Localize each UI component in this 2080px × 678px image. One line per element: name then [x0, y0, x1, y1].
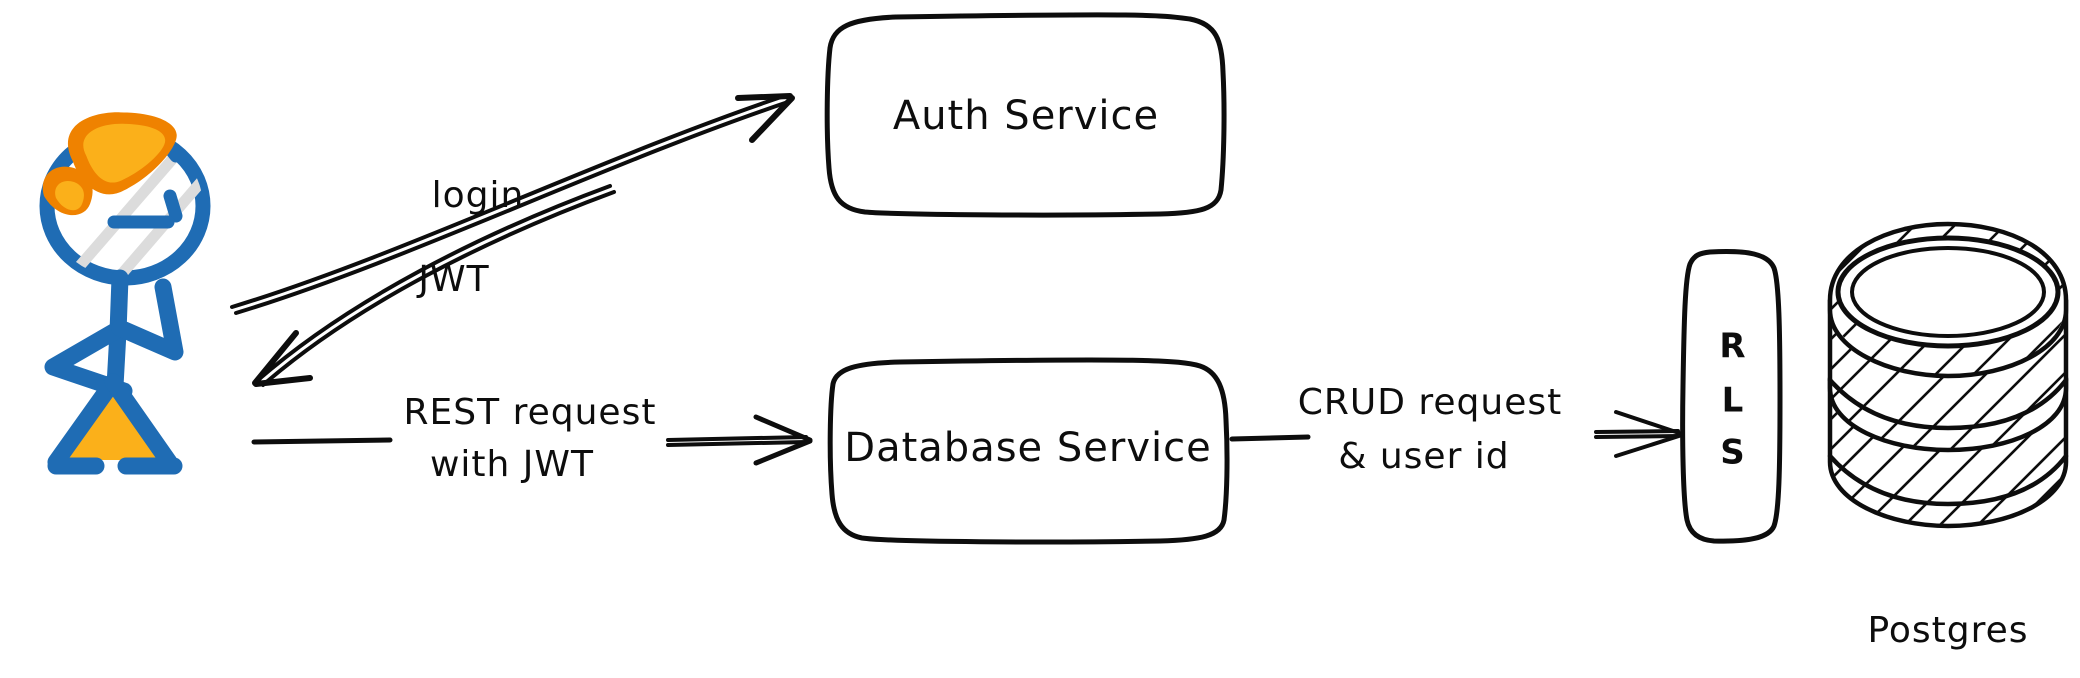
rest-line-left-segment — [251, 437, 393, 445]
edge-rest-request — [251, 414, 813, 466]
crud-line-left-segment — [1229, 434, 1311, 442]
edge-crud-request — [1229, 410, 1684, 458]
skirt-right-edge — [104, 373, 178, 471]
crud-line-right-segment — [1594, 429, 1680, 434]
crud-arrowhead-upper — [1614, 410, 1684, 436]
rls-letter-r: R — [1719, 327, 1746, 367]
edge-label-crud-line1: CRUD request — [1298, 382, 1563, 423]
login-line-double — [234, 100, 790, 315]
jwt-arrowhead-upper — [252, 330, 299, 386]
postgres-caption: Postgres — [1867, 610, 2028, 651]
beret-hat-icon — [42, 112, 177, 216]
left-arm — [44, 321, 133, 400]
database-service-label: Database Service — [844, 425, 1211, 471]
rls-box[interactable] — [1680, 249, 1783, 544]
jwt-arrowhead-lower — [253, 375, 313, 387]
nose-icon — [163, 189, 183, 223]
node-postgres-database[interactable] — [1780, 190, 2080, 580]
database-service-box[interactable] — [827, 357, 1230, 545]
rest-arrowhead-lower — [753, 438, 813, 466]
crud-line-right-double — [1594, 434, 1680, 439]
db-top-ellipse-inner — [1850, 246, 2046, 338]
skirt-left-edge — [47, 373, 122, 471]
edge-label-rest-line1: REST request — [404, 392, 657, 433]
login-arrowhead-lower — [749, 95, 795, 143]
crud-arrowhead-lower — [1614, 433, 1684, 458]
node-rls[interactable]: R L S — [1680, 249, 1783, 544]
right-arm — [111, 278, 184, 361]
node-auth-service[interactable]: Auth Service — [824, 12, 1227, 218]
auth-service-box[interactable] — [824, 12, 1227, 218]
edge-label-rest-line2: with JWT — [430, 444, 594, 485]
db-separator-upper — [1827, 377, 2069, 431]
user-stick-figure — [39, 112, 211, 475]
edge-jwt — [252, 184, 616, 387]
skirt — [58, 385, 168, 460]
rest-line-right-double — [666, 440, 808, 447]
rest-arrowhead-upper — [753, 414, 813, 443]
db-separator-lower — [1827, 453, 2069, 507]
rls-letter-s: S — [1720, 433, 1746, 473]
rest-line-right-segment — [666, 435, 808, 442]
jwt-line-double — [261, 190, 616, 387]
login-arrowhead-upper — [735, 93, 793, 101]
edge-login — [230, 93, 795, 315]
jwt-line — [256, 184, 612, 382]
edge-label-crud-line2: & user id — [1338, 436, 1509, 477]
edge-label-jwt: JWT — [416, 259, 489, 300]
node-database-service[interactable]: Database Service — [827, 357, 1230, 545]
edge-label-login: login — [432, 175, 525, 216]
rls-letter-l: L — [1722, 381, 1745, 421]
login-line — [230, 94, 786, 309]
auth-service-label: Auth Service — [893, 93, 1159, 139]
